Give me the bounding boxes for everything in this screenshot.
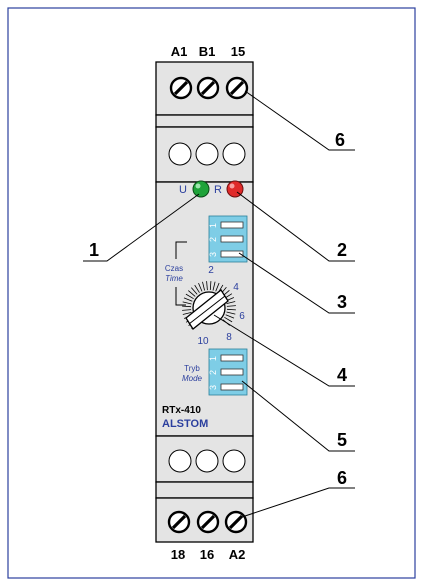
model-label: RTx-410 bbox=[162, 405, 201, 416]
callout-number: 1 bbox=[89, 240, 99, 260]
terminal-15-label: 15 bbox=[231, 44, 245, 59]
screw-icon bbox=[196, 510, 220, 534]
mode-dip-switch[interactable]: 1 2 3 bbox=[208, 348, 248, 396]
led-r-label: R bbox=[214, 184, 222, 196]
dial-tick bbox=[190, 287, 198, 295]
dial-tick bbox=[226, 308, 236, 311]
dip-position-label: 1 bbox=[208, 223, 218, 228]
dip-position-label: 2 bbox=[208, 237, 218, 242]
screw-icon bbox=[169, 76, 193, 100]
dial-scale-label: 8 bbox=[226, 332, 232, 343]
dial-tick bbox=[206, 281, 208, 291]
dial-tick bbox=[224, 316, 233, 323]
dial-tick bbox=[182, 309, 192, 311]
terminal-18-label: 18 bbox=[171, 547, 185, 562]
dial-scale-label: 4 bbox=[233, 282, 239, 293]
screw-icon bbox=[167, 510, 191, 534]
dial-tick bbox=[226, 305, 236, 307]
dial-tick bbox=[182, 305, 192, 308]
dial-tick bbox=[182, 301, 192, 305]
dial-tick bbox=[212, 281, 216, 291]
callout-leaders bbox=[83, 90, 355, 518]
terminal-opening bbox=[168, 142, 192, 166]
terminal-opening bbox=[222, 449, 246, 473]
mode-label-pl: Tryb bbox=[184, 364, 200, 373]
dial-scale-label: 10 bbox=[197, 336, 209, 347]
mode-label-en: Mode bbox=[182, 374, 203, 383]
time-bracket bbox=[175, 241, 187, 259]
dial-tick bbox=[202, 281, 205, 291]
dial-tick bbox=[182, 312, 192, 315]
dip-position-label: 3 bbox=[208, 252, 218, 257]
led-highlight bbox=[195, 183, 201, 189]
led-u-label: U bbox=[179, 184, 187, 196]
dial-tick bbox=[215, 282, 220, 292]
time-dial-knob[interactable] bbox=[185, 289, 229, 330]
dial-tick bbox=[188, 290, 196, 297]
led-highlight bbox=[229, 183, 235, 189]
led-u-indicator bbox=[192, 180, 210, 198]
terminal-opening bbox=[195, 142, 219, 166]
dial-tick bbox=[226, 311, 236, 315]
callout-number: 5 bbox=[337, 430, 347, 450]
screw-icon bbox=[225, 76, 249, 100]
terminal-opening bbox=[222, 142, 246, 166]
callout-number: 3 bbox=[337, 292, 347, 312]
dial-tick bbox=[209, 281, 212, 291]
dial-scale-label: 6 bbox=[239, 311, 245, 322]
dial-tick bbox=[183, 297, 193, 302]
time-bracket bbox=[175, 287, 186, 306]
callout-number: 4 bbox=[337, 365, 347, 385]
dial-tick bbox=[226, 301, 236, 304]
callout-number: 2 bbox=[337, 240, 347, 260]
time-label-en: Time bbox=[165, 274, 183, 283]
dip-position-label: 2 bbox=[208, 370, 218, 375]
dial-tick bbox=[198, 282, 203, 292]
terminal-opening bbox=[195, 449, 219, 473]
terminal-opening bbox=[168, 449, 192, 473]
dial-scale-label: 2 bbox=[208, 265, 214, 276]
terminal-a1-label: A1 bbox=[171, 44, 188, 59]
dial-tick bbox=[194, 284, 200, 293]
dial-pointer-line bbox=[188, 295, 226, 325]
screw-icon bbox=[196, 76, 220, 100]
terminal-16-label: 16 bbox=[200, 547, 214, 562]
dip-position-label: 3 bbox=[208, 385, 218, 390]
time-dip-switch[interactable]: 1 2 3 bbox=[208, 215, 248, 263]
dial-tick bbox=[225, 314, 235, 319]
terminal-a2-label: A2 bbox=[229, 547, 246, 562]
callout-number: 6 bbox=[335, 130, 345, 150]
screw-icon bbox=[224, 510, 248, 534]
brand-logo: ALSTOM bbox=[162, 418, 208, 430]
dip-position-label: 1 bbox=[208, 356, 218, 361]
callout-number: 6 bbox=[337, 468, 347, 488]
dial-tick bbox=[185, 293, 194, 300]
terminal-b1-label: B1 bbox=[199, 44, 216, 59]
time-label-pl: Czas bbox=[165, 264, 183, 273]
